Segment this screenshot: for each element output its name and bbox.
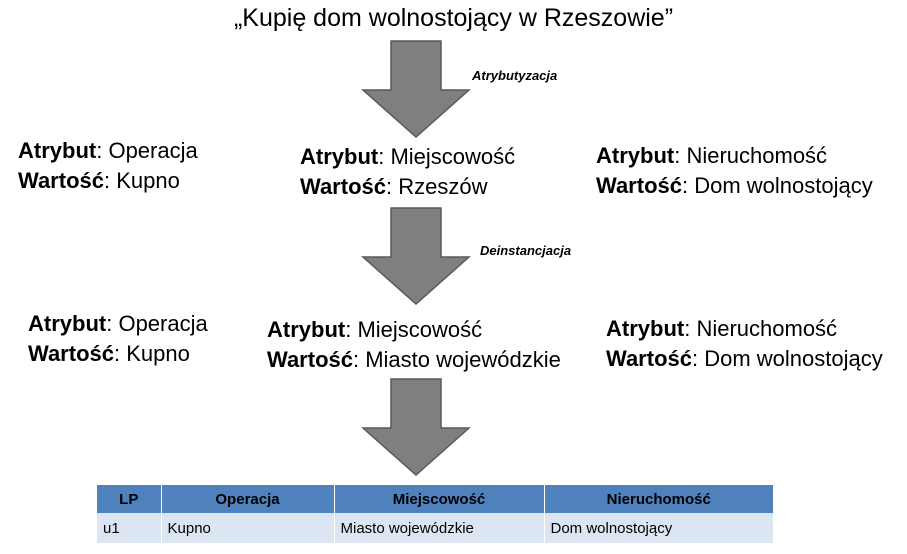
val-key: Wartość: [300, 174, 386, 199]
table-header-row: LP Operacja Miejscowość Nieruchomość: [97, 485, 773, 513]
pair-operacja-2: Atrybut: Operacja Wartość: Kupno: [28, 311, 208, 366]
header-miejscowosc: Miejscowość: [334, 485, 545, 513]
attr-value: Miejscowość: [390, 144, 516, 169]
val-key: Wartość: [18, 168, 104, 193]
val-value: Miasto wojewódzkie: [365, 347, 561, 372]
cell-operacja: Kupno: [161, 513, 335, 543]
pair-nieruchomosc-1: Atrybut: Nieruchomość Wartość: Dom wolno…: [596, 143, 873, 198]
pair-nieruchomosc-2: Atrybut: Nieruchomość Wartość: Dom wolno…: [606, 316, 883, 371]
header-operacja: Operacja: [161, 485, 335, 513]
result-table: LP Operacja Miejscowość Nieruchomość u1 …: [97, 485, 773, 543]
step-label-deinstancjacja: Deinstancjacja: [480, 243, 572, 258]
val-key: Wartość: [606, 346, 692, 371]
table-row: u1 Kupno Miasto wojewódzkie Dom wolnosto…: [97, 513, 773, 543]
step-label-atrybutyzacja: Atrybutyzacja: [472, 68, 558, 83]
attr-key: Atrybut: [300, 144, 379, 169]
val-key: Wartość: [267, 347, 353, 372]
pair-miejscowosc-2: Atrybut: Miejscowość Wartość: Miasto woj…: [267, 317, 561, 372]
val-value: Dom wolnostojący: [704, 346, 883, 371]
attr-value: Nieruchomość: [686, 143, 828, 168]
down-arrow-icon-1: [361, 40, 471, 139]
cell-miejscowosc: Miasto wojewódzkie: [334, 513, 545, 543]
cell-lp: u1: [97, 513, 162, 543]
attr-value: Miejscowość: [357, 317, 483, 342]
attr-value: Operacja: [108, 138, 198, 163]
down-arrow-icon-3: [361, 378, 471, 477]
attr-key: Atrybut: [28, 311, 107, 336]
val-value: Kupno: [116, 168, 180, 193]
val-value: Rzeszów: [398, 174, 488, 199]
sentence-title: „Kupię dom wolnostojący w Rzeszowie”: [233, 4, 674, 32]
header-nieruchomosc: Nieruchomość: [544, 485, 773, 513]
val-key: Wartość: [596, 173, 682, 198]
down-arrow-icon-2: [361, 207, 471, 306]
attr-value: Nieruchomość: [696, 316, 838, 341]
pair-operacja-1: Atrybut: Operacja Wartość: Kupno: [18, 138, 198, 193]
attr-key: Atrybut: [18, 138, 97, 163]
attr-value: Operacja: [118, 311, 208, 336]
pair-miejscowosc-1: Atrybut: Miejscowość Wartość: Rzeszów: [300, 144, 516, 199]
val-key: Wartość: [28, 341, 114, 366]
attr-key: Atrybut: [606, 316, 685, 341]
attr-key: Atrybut: [596, 143, 675, 168]
attr-key: Atrybut: [267, 317, 346, 342]
header-lp: LP: [97, 485, 162, 513]
cell-nieruchomosc: Dom wolnostojący: [544, 513, 773, 543]
val-value: Kupno: [126, 341, 190, 366]
val-value: Dom wolnostojący: [694, 173, 873, 198]
